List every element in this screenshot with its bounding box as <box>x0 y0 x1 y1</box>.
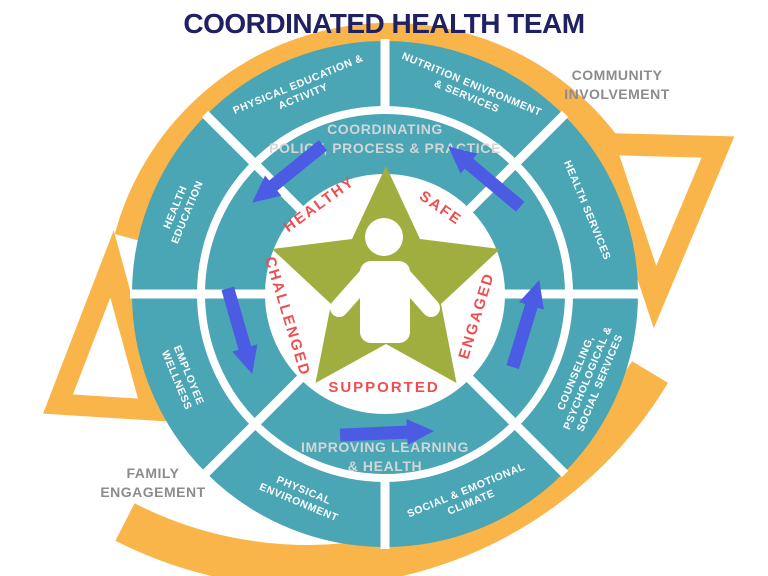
whole-child-star <box>272 166 500 383</box>
child-head <box>365 218 403 256</box>
arrow-head <box>252 175 282 203</box>
yellow-arrowhead-left-icon <box>43 230 167 422</box>
ring-divider <box>201 421 258 478</box>
improving-caption-line1: IMPROVING LEARNING <box>301 439 469 455</box>
external-labels: COMMUNITY INVOLVEMENT FAMILY ENGAGEMENT <box>100 67 669 500</box>
blue-arrow-left-icon <box>221 286 258 374</box>
outer-ring-dividers <box>130 39 640 549</box>
arrow-shaft <box>266 140 328 194</box>
inner-ring-captions: COORDINATING POLICY, PROCESS & PRACTICE … <box>269 121 501 474</box>
blue-arrow-bottom-icon <box>339 419 434 446</box>
child-icon <box>330 218 440 343</box>
arrow-head <box>406 419 434 446</box>
blue-arrow-right-icon <box>506 280 544 369</box>
community-involvement-label: COMMUNITY <box>572 67 663 83</box>
ring-divider <box>201 110 258 167</box>
improving-caption-line2: & HEALTH <box>348 458 423 474</box>
label-supported: SUPPORTED <box>328 379 439 396</box>
arrow-head <box>448 146 478 174</box>
coordinating-caption-line2: POLICY, PROCESS & PRACTICE <box>269 140 501 156</box>
blue-arrow-top-left-icon <box>252 140 328 203</box>
arrow-shaft <box>461 156 525 212</box>
family-engagement-label: FAMILY <box>126 465 179 481</box>
family-engagement-label: ENGAGEMENT <box>100 484 205 500</box>
child-body <box>360 261 410 343</box>
ring-divider <box>463 372 518 427</box>
ring-divider <box>252 372 307 427</box>
ring-divider <box>512 110 569 167</box>
blue-arrow-top-right-icon <box>448 146 525 212</box>
arrow-shaft <box>339 425 412 442</box>
community-involvement-label: INVOLVEMENT <box>564 86 670 102</box>
yellow-arc-bottom <box>115 361 668 576</box>
blue-cycle-arrows <box>221 140 544 446</box>
arrow-shaft <box>506 300 539 369</box>
ring-divider <box>512 421 569 478</box>
coordinating-caption-line1: COORDINATING <box>327 121 443 137</box>
arrow-shaft <box>221 286 253 354</box>
arrow-head <box>232 344 258 374</box>
yellow-arrowhead-right-icon <box>588 132 735 329</box>
page-title: COORDINATED HEALTH TEAM <box>183 8 584 39</box>
arrow-head <box>518 280 544 310</box>
